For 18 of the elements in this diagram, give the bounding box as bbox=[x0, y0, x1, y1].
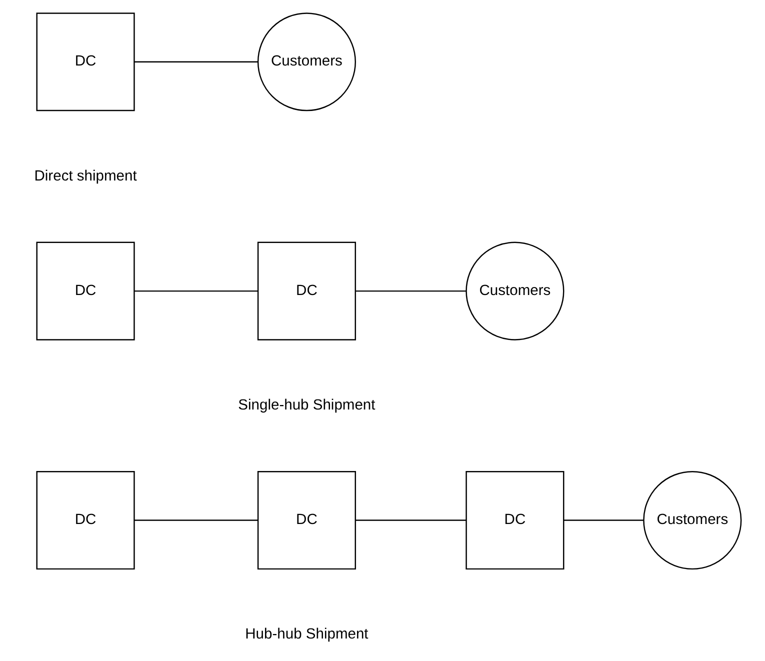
connector bbox=[356, 290, 466, 292]
node-circle: Customers bbox=[466, 242, 564, 340]
node-box: DC bbox=[36, 470, 135, 570]
label: Hub-hub Shipment bbox=[245, 626, 368, 643]
label: Single-hub Shipment bbox=[238, 397, 376, 414]
node-box: DC bbox=[36, 12, 135, 112]
connector bbox=[564, 520, 644, 521]
node-box: DC bbox=[466, 470, 564, 570]
connector bbox=[134, 290, 258, 292]
connector bbox=[134, 61, 258, 62]
node-circle: Customers bbox=[257, 12, 356, 112]
node-box: DC bbox=[257, 470, 356, 570]
connector bbox=[356, 520, 466, 521]
label: Direct shipment bbox=[34, 168, 137, 184]
node-box: DC bbox=[36, 242, 135, 340]
connector bbox=[134, 520, 258, 521]
node-box: DC bbox=[257, 242, 356, 340]
node-circle: Customers bbox=[643, 470, 742, 570]
